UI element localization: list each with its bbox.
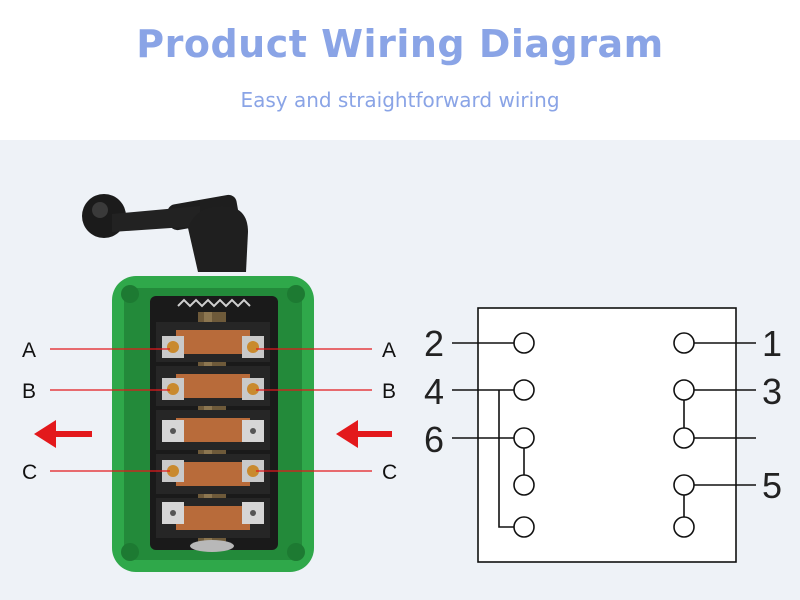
- right-label-a: A: [382, 339, 396, 362]
- right-phase-labels: A B C: [256, 339, 397, 484]
- rotary-switch: [82, 194, 314, 572]
- left-label-a: A: [22, 339, 36, 362]
- terminal-circle: [673, 474, 695, 496]
- terminal-circle: [673, 516, 695, 538]
- terminal-circle: [513, 332, 535, 354]
- left-arrow-icon: [34, 420, 92, 448]
- terminal-circle: [513, 474, 535, 496]
- terminal-number-1: 1: [762, 323, 782, 364]
- terminal-circle: [513, 379, 535, 401]
- right-label-b: B: [382, 380, 396, 403]
- terminal-number-2: 2: [424, 323, 444, 364]
- right-label-c: C: [382, 461, 397, 484]
- terminal-circle: [513, 516, 535, 538]
- terminal-screws: [162, 336, 264, 524]
- page-title: Product Wiring Diagram: [136, 22, 664, 66]
- terminal-circle: [673, 379, 695, 401]
- terminal-number-4: 4: [424, 371, 444, 412]
- page-subtitle: Easy and straightforward wiring: [240, 88, 560, 112]
- left-phase-labels: A B C: [22, 339, 170, 484]
- schematic-terminal-numbers: 2 4 6 1 3 5: [424, 323, 782, 506]
- terminal-number-5: 5: [762, 465, 782, 506]
- header: Product Wiring Diagram Easy and straight…: [0, 0, 800, 140]
- switch-handle: [82, 194, 248, 272]
- right-arrow-icon: [336, 420, 392, 448]
- terminal-number-6: 6: [424, 419, 444, 460]
- terminal-circle: [513, 427, 535, 449]
- wiring-schematic: [452, 307, 756, 563]
- terminal-circle: [673, 427, 695, 449]
- terminal-number-3: 3: [762, 371, 782, 412]
- terminal-circle: [673, 332, 695, 354]
- left-label-c: C: [22, 461, 37, 484]
- left-label-b: B: [22, 380, 36, 403]
